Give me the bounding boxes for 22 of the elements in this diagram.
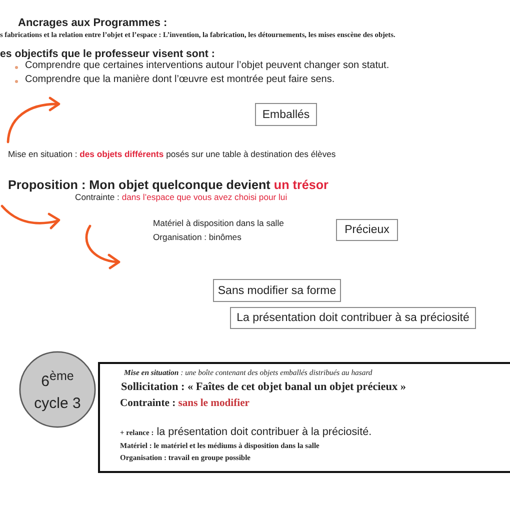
proposal-heading: Proposition : Mon objet quelconque devient un trésor <box>8 178 328 192</box>
objective-item: Comprendre que certaines interventions autour l’objet peuvent changer son statut. <box>25 60 390 72</box>
keyword-box <box>255 103 317 126</box>
keyword-text: La présentation doit contribuer à sa préciosité <box>236 312 470 324</box>
keyword-box <box>230 307 476 329</box>
situation-text: Mise en situation : des objets différents posés sur une table à destination des élèves <box>8 150 336 160</box>
organisation-text: Organisation : binômes <box>153 233 242 243</box>
material-text: Matériel à disposition dans la salle <box>153 219 284 229</box>
grade-label: 6$^{ème}$ cycle 3 <box>33 368 82 414</box>
prompt-text: Sollicitation : « Faîtes de cet objet banal un objet précieux » <box>121 381 406 394</box>
grade-circle <box>19 351 96 428</box>
keyword-box <box>213 279 341 302</box>
objectives-heading: es objectifs que le professeur visent sont : <box>0 48 215 60</box>
section-heading: Ancrages aux Programmes : <box>18 17 168 30</box>
keyword-text: Précieux <box>344 224 390 236</box>
objective-item: Comprendre que la manière dont l’œuvre est montrée peut faire sens. <box>25 74 335 86</box>
constraint-text: Contrainte : sans le modifier <box>120 398 250 410</box>
keyword-box <box>336 219 398 241</box>
keyword-text: Sans modifier sa forme <box>218 284 336 296</box>
keyword-text: Emballés <box>262 108 310 120</box>
activity-frame <box>98 362 510 473</box>
constraint-text: Contrainte : dans l’espace que vous avez choisi pour lui <box>75 193 288 203</box>
